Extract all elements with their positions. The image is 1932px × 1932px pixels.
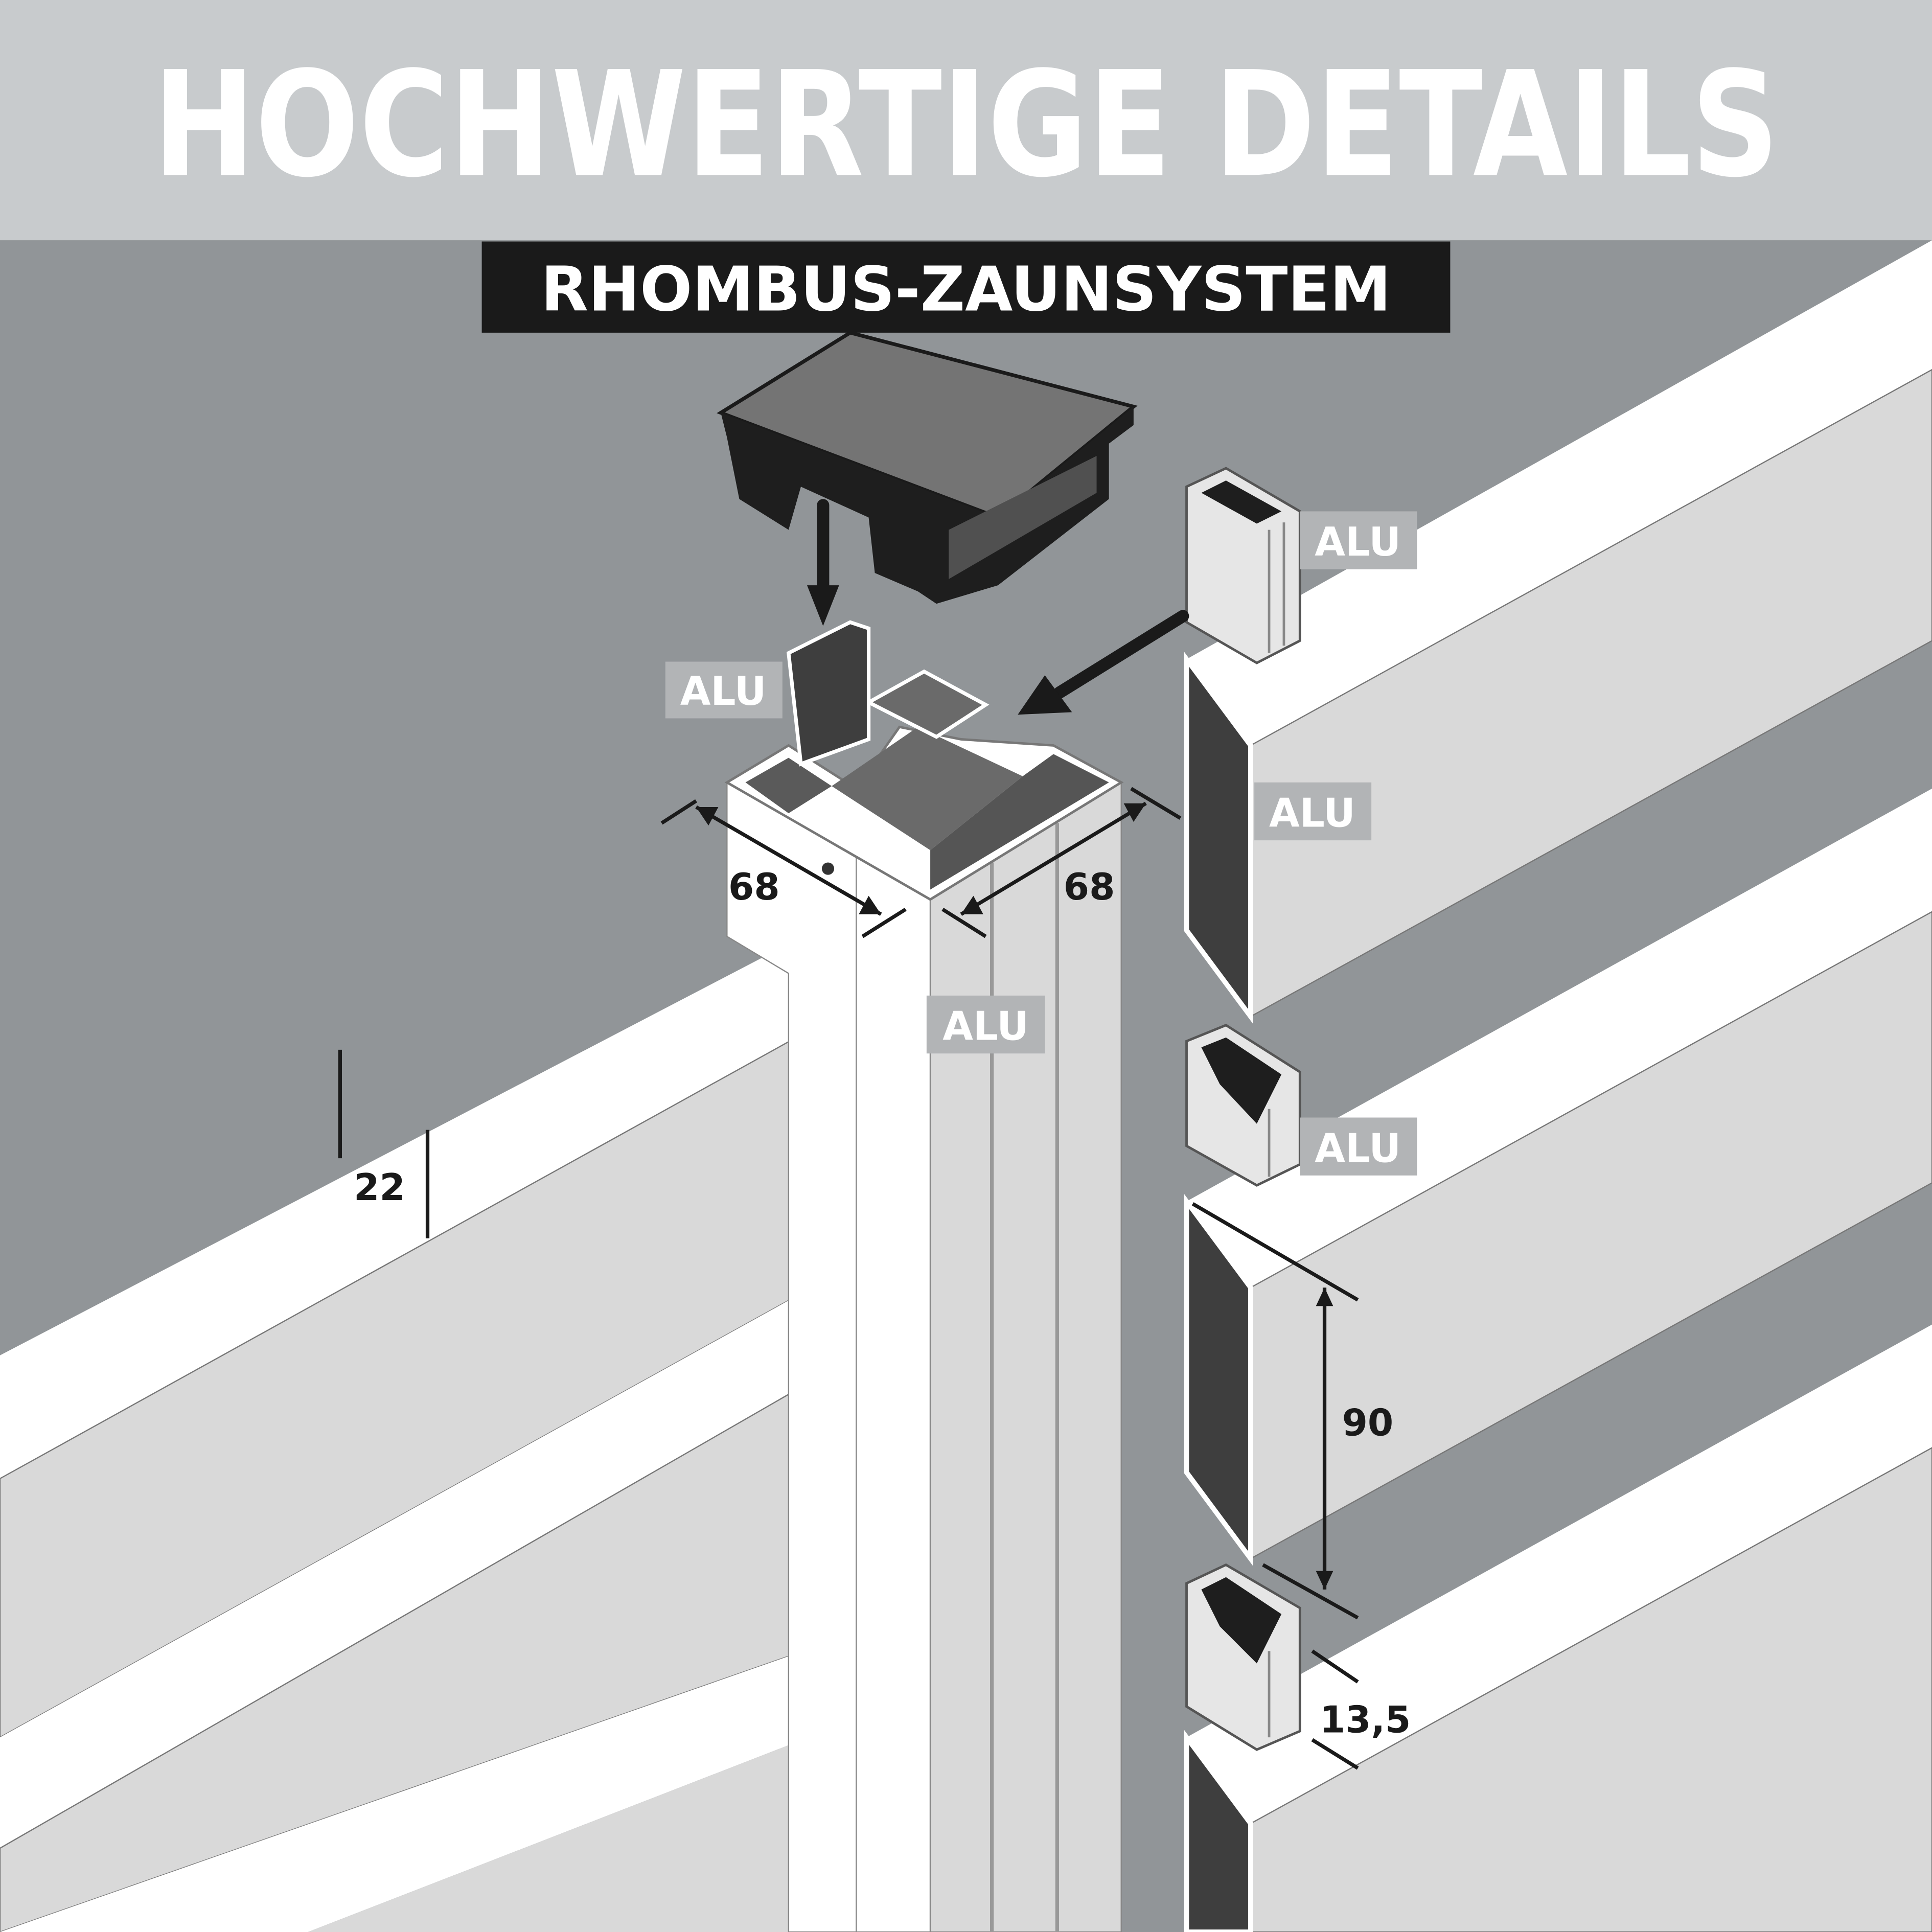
- dimension-clip-width: 13,5: [1320, 1698, 1411, 1741]
- bottom-clip: [1185, 1563, 1301, 1751]
- material-label-slat-end: ALU: [1254, 782, 1372, 841]
- dimension-lines: [338, 787, 1359, 1770]
- left-slats: [0, 911, 857, 1932]
- right-slats: [1184, 240, 1932, 1932]
- svg-text:ALU: ALU: [942, 1004, 1029, 1050]
- dimension-slat-thickness: 22: [354, 1166, 405, 1209]
- material-label-top-clip: ALU: [1300, 511, 1417, 569]
- arrow-diagonal-icon: [1053, 610, 1189, 699]
- svg-text:ALU: ALU: [680, 669, 767, 715]
- material-label-post: ALU: [926, 995, 1045, 1054]
- svg-text:ALU: ALU: [1315, 1125, 1401, 1171]
- post-cap: [717, 331, 1138, 604]
- subtitle-label: RHOMBUS-ZAUNSYSTEM: [541, 254, 1391, 326]
- material-label-post-insert: ALU: [665, 661, 783, 719]
- dimension-post-width: 68: [1064, 866, 1115, 909]
- header-band: [0, 0, 1932, 241]
- material-label-middle-clip: ALU: [1300, 1117, 1417, 1176]
- assembly-arrows: [807, 499, 1189, 715]
- svg-text:ALU: ALU: [1315, 519, 1401, 565]
- top-clip: [1185, 467, 1301, 664]
- svg-text:ALU: ALU: [1269, 791, 1355, 837]
- page-title: HOCHWERTIGE DETAILS: [153, 40, 1779, 210]
- subtitle-badge: RHOMBUS-ZAUNSYSTEM: [481, 241, 1451, 333]
- fence-post: [724, 620, 1124, 1932]
- dimension-arrowheads: [696, 803, 1333, 1590]
- dimension-slat-height: 90: [1342, 1401, 1394, 1444]
- right-slat: [1184, 1324, 1932, 1932]
- dimension-post-depth: 68: [728, 866, 780, 909]
- right-slat: [1184, 240, 1932, 1024]
